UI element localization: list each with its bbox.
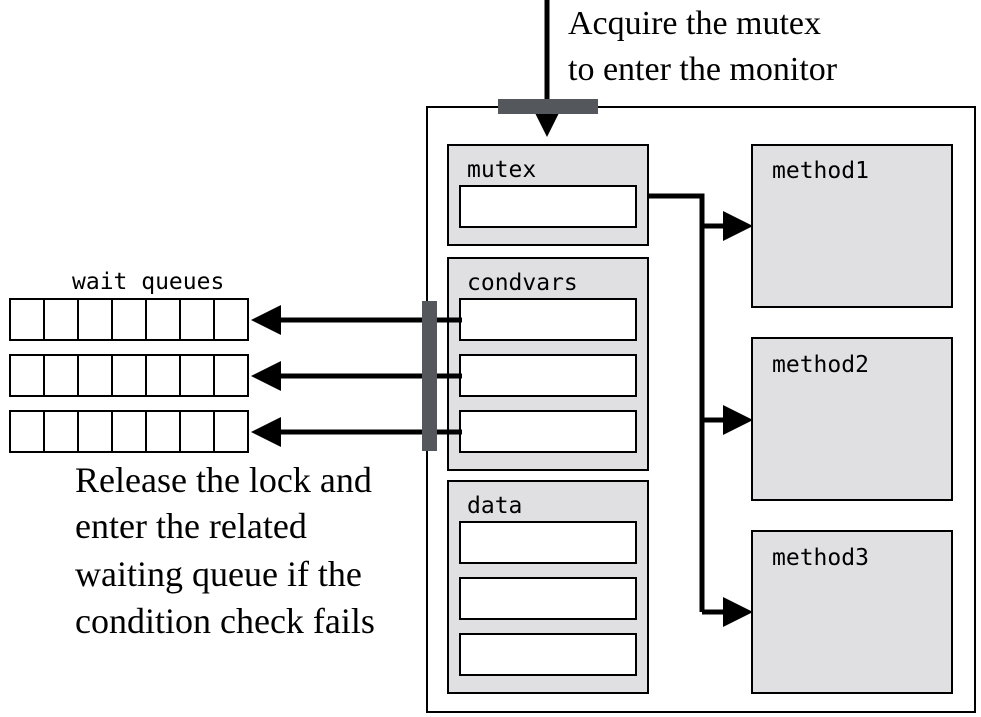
data-slot	[459, 577, 637, 620]
queue-cell	[43, 410, 79, 453]
condvars-label: condvars	[467, 270, 578, 296]
bottom-annotation-line2: enter the related	[75, 506, 307, 546]
data-label: data	[467, 493, 522, 519]
wait-queues-label: wait queues	[72, 269, 224, 295]
queue-cell	[213, 354, 249, 397]
bottom-annotation-line1: Release the lock and	[75, 460, 372, 500]
top-annotation-line2: to enter the monitor	[568, 51, 838, 88]
mutex-slot	[459, 185, 637, 228]
queue-cell	[145, 410, 181, 453]
queue-cell	[179, 410, 215, 453]
queue-cell	[145, 298, 181, 341]
queue-cell	[77, 298, 113, 341]
queue-cell	[43, 354, 79, 397]
queue-cell	[77, 410, 113, 453]
queue-cell	[9, 298, 45, 341]
method3-box	[751, 530, 953, 694]
method2-box	[751, 337, 953, 501]
queue-cell	[43, 298, 79, 341]
queue-cell	[77, 354, 113, 397]
data-slot	[459, 521, 637, 564]
condvar-slot	[459, 354, 637, 397]
wait-queue	[9, 298, 249, 341]
method2-label: method2	[772, 352, 869, 378]
bottom-annotation-line3: waiting queue if the	[75, 554, 362, 594]
queue-cell	[179, 298, 215, 341]
release-lock-bar	[422, 301, 437, 451]
mutex-connector	[648, 193, 705, 612]
method1-label: method1	[772, 158, 869, 184]
queue-cell	[111, 298, 147, 341]
top-annotation-line1: Acquire the mutex	[568, 5, 821, 42]
data-slot	[459, 633, 637, 676]
queue-cell	[9, 354, 45, 397]
queue-cell	[111, 410, 147, 453]
queue-cell	[9, 410, 45, 453]
queue-cell	[145, 354, 181, 397]
entry-lock-bar	[498, 99, 598, 114]
bottom-annotation-line4: condition check fails	[75, 601, 375, 641]
mutex-label: mutex	[467, 157, 536, 183]
wait-queue	[9, 354, 249, 397]
method1-box	[751, 144, 953, 308]
condvar-slot	[459, 298, 637, 341]
queue-cell	[179, 354, 215, 397]
wait-queue	[9, 410, 249, 453]
condvar-slot	[459, 410, 637, 453]
queue-cell	[111, 354, 147, 397]
method3-label: method3	[772, 545, 869, 571]
queue-cell	[213, 410, 249, 453]
queue-cell	[213, 298, 249, 341]
